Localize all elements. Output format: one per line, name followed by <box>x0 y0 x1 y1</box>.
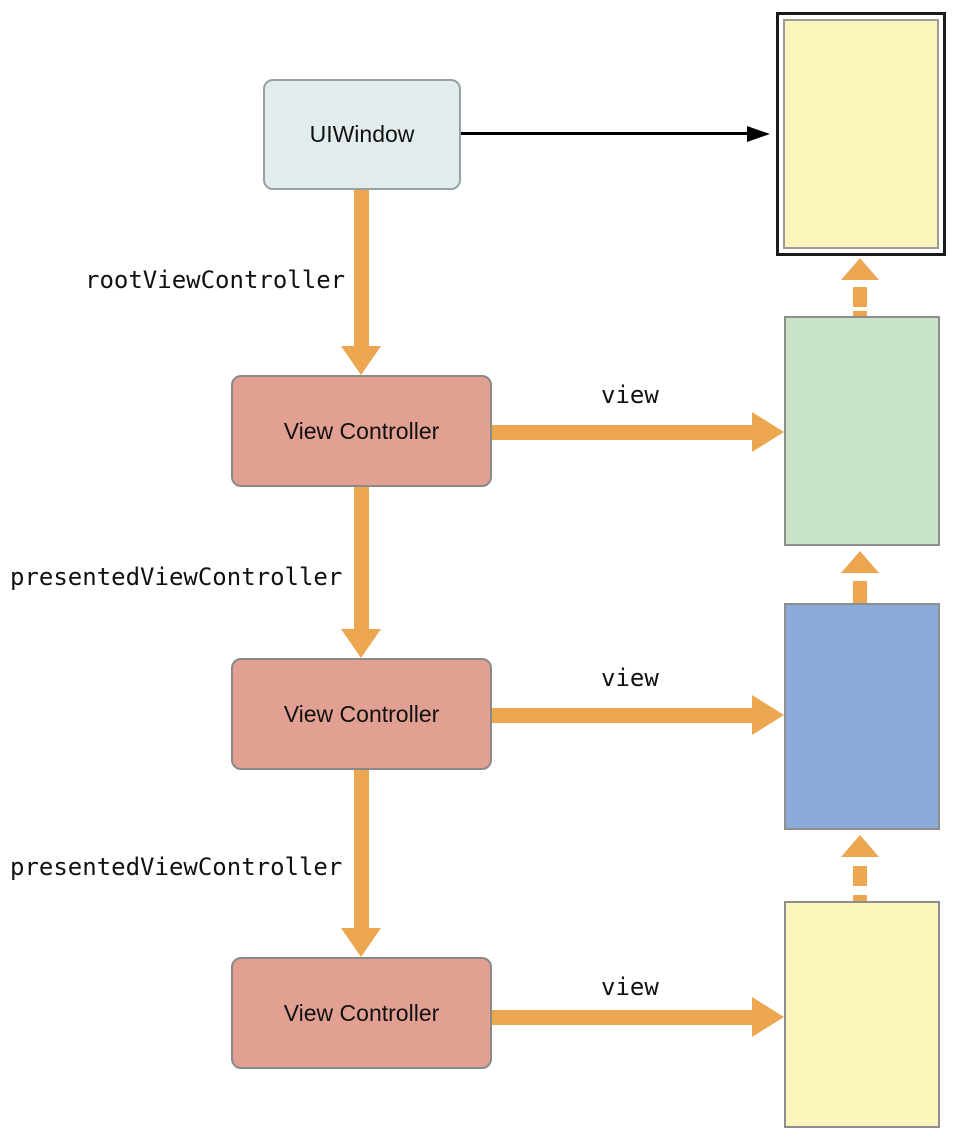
view-hierarchy-dashed-arrow-dash-3b <box>853 895 867 901</box>
view-controller-box-1: View Controller <box>231 375 492 487</box>
presented-view-controller-arrowhead-icon-2 <box>341 928 381 957</box>
screen-frame-box <box>776 12 946 256</box>
view-hierarchy-dashed-arrow-dash-3a <box>853 866 867 886</box>
view-arrow-shaft-2 <box>492 708 752 723</box>
root-view-controller-label: rootViewController <box>85 266 346 294</box>
view-hierarchy-dashed-arrowhead-icon-3 <box>841 835 879 857</box>
view-hierarchy-dashed-arrow-dash-2a <box>853 581 867 600</box>
presented-view-controller-label-1: presentedViewController <box>10 563 343 591</box>
presented-view-controller-arrow-shaft-1 <box>354 487 369 629</box>
view-label-3: view <box>601 973 659 1001</box>
view-hierarchy-dashed-arrowhead-icon-1 <box>841 258 879 280</box>
view-arrow-shaft-3 <box>492 1010 752 1025</box>
view-arrowhead-icon-3 <box>752 997 784 1037</box>
window-to-screen-arrowhead-icon <box>747 126 770 142</box>
screen-content-view <box>783 19 939 249</box>
view-hierarchy-dashed-arrow-dash-2b <box>853 600 867 603</box>
view-hierarchy-dashed-arrow-dash-1a <box>853 287 867 307</box>
presented-view-box-1 <box>784 603 940 830</box>
presented-view-controller-arrow-shaft-2 <box>354 770 369 928</box>
view-controller-label-3: View Controller <box>283 999 440 1026</box>
view-hierarchy-dashed-arrowhead-icon-2 <box>841 551 879 573</box>
uiwindow-box: UIWindow <box>263 79 461 190</box>
root-view-controller-arrow-shaft <box>354 190 369 346</box>
view-arrow-shaft-1 <box>492 425 752 440</box>
view-controller-label-2: View Controller <box>283 700 440 727</box>
view-controller-box-2: View Controller <box>231 658 492 770</box>
presented-view-controller-label-2: presentedViewController <box>10 853 343 881</box>
window-to-screen-arrow-line <box>461 132 749 135</box>
root-view-controller-arrowhead-icon <box>341 346 381 375</box>
view-controller-label-1: View Controller <box>283 417 440 444</box>
uiwindow-label: UIWindow <box>309 121 415 147</box>
presented-view-controller-arrowhead-icon-1 <box>341 629 381 658</box>
presented-view-box-2 <box>784 901 940 1128</box>
view-controller-box-3: View Controller <box>231 957 492 1069</box>
view-label-2: view <box>601 664 659 692</box>
view-hierarchy-dashed-arrow-dash-1b <box>853 311 867 316</box>
view-arrowhead-icon-2 <box>752 695 784 735</box>
root-view-box <box>784 316 940 546</box>
view-label-1: view <box>601 381 659 409</box>
view-arrowhead-icon-1 <box>752 412 784 452</box>
